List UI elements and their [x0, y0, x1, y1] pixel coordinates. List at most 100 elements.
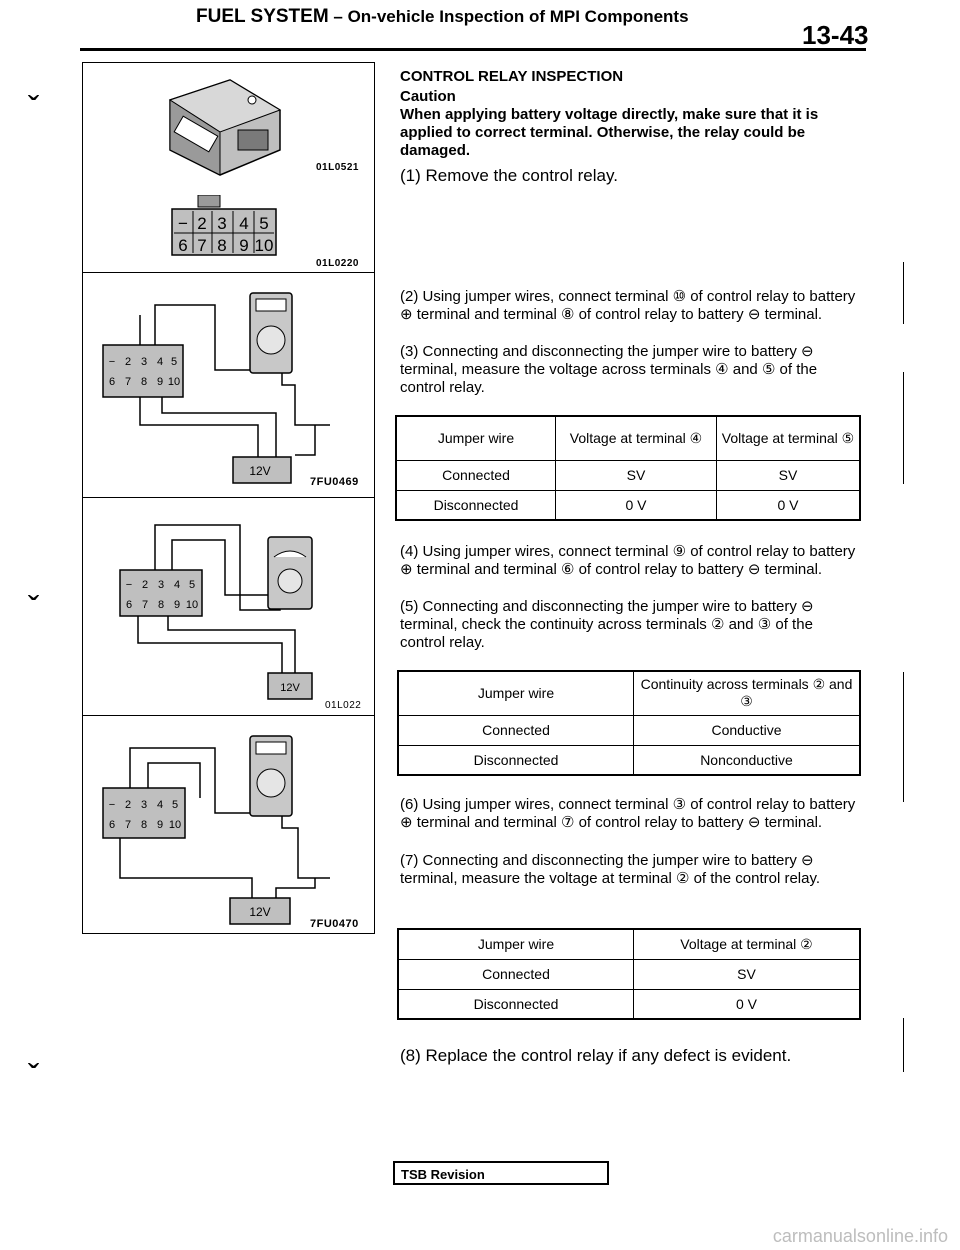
pin-label: −	[109, 799, 115, 811]
binding-mark: ˇ	[28, 90, 40, 128]
figure-column-left-border	[82, 62, 83, 934]
figure-panel-rule	[82, 933, 374, 934]
battery-label: 12V	[280, 682, 300, 694]
table-cell: 0 V	[555, 489, 717, 521]
step-4: (4) Using jumper wires, connect terminal…	[400, 543, 856, 578]
step-7: (7) Connecting and disconnecting the jum…	[400, 852, 821, 887]
pin-label: 10	[169, 819, 181, 831]
step-6: (6) Using jumper wires, connect terminal…	[400, 796, 856, 831]
pin-label: −	[126, 579, 132, 591]
table-row: Connected SV	[397, 958, 861, 990]
table-cell: Connected	[397, 714, 634, 746]
figure-code: 01L0521	[316, 162, 359, 173]
step-2: (2) Using jumper wires, connect terminal…	[400, 288, 856, 323]
terminal-voltage-test-diagram: − 2 3 4 5 6 7 8 9 10 12V	[102, 735, 330, 925]
table-cell: 0 V	[633, 988, 861, 1020]
pin-label: 8	[217, 236, 226, 255]
page-header-title: FUEL SYSTEM – On-vehicle Inspection of M…	[196, 6, 689, 28]
figure-code: 7FU0470	[310, 918, 359, 930]
section-title: CONTROL RELAY INSPECTION	[400, 68, 624, 85]
continuity-test-diagram: − 2 3 4 5 6 7 8 9 10 12V	[119, 524, 313, 700]
pin-label: 2	[125, 799, 131, 811]
pin-label: −	[178, 214, 188, 233]
battery-label: 12V	[249, 464, 270, 478]
binding-mark: ˇ	[28, 1058, 40, 1096]
figure-code: 01L022	[325, 700, 362, 711]
table-cell: Connected	[395, 459, 556, 491]
pin-label: 2	[125, 356, 131, 368]
figure-code: 7FU0469	[310, 476, 359, 488]
continuity-table: Jumper wire Continuity across terminals …	[397, 670, 861, 776]
pin-label: 2	[197, 214, 206, 233]
pin-label: 10	[255, 236, 274, 255]
table-cell: SV	[716, 459, 861, 491]
tsb-revision-box: TSB Revision	[393, 1161, 609, 1185]
table-cell: Conductive	[633, 714, 861, 746]
table-header: Voltage at terminal ④	[555, 415, 717, 461]
pin-label: 4	[174, 579, 180, 591]
page-number: 13-43	[802, 20, 869, 50]
pin-label: 3	[217, 214, 226, 233]
table-row: Connected Conductive	[397, 714, 861, 746]
connector-terminal-layout: − 2 3 4 5 6 7 8 9 10	[171, 195, 277, 256]
figure-panel-rule	[82, 272, 374, 273]
table-cell: Nonconductive	[633, 744, 861, 776]
pin-label: 8	[141, 376, 147, 388]
battery-icon	[229, 897, 291, 925]
pin-label: 9	[157, 819, 163, 831]
pin-label: 9	[239, 236, 248, 255]
margin-bar	[903, 1018, 904, 1072]
pin-label: 7	[142, 599, 148, 611]
header-section: FUEL SYSTEM	[196, 6, 329, 27]
table-row: Connected SV SV	[395, 459, 861, 491]
voltage-test-diagram: − 2 3 4 5 6 7 8 9 10 12V	[102, 292, 330, 484]
pin-label: 10	[186, 599, 198, 611]
figure-code: 01L0220	[316, 258, 359, 269]
table-cell: Disconnected	[395, 489, 556, 521]
table-header: Voltage at terminal ⑤	[716, 415, 861, 461]
table-cell: 0 V	[716, 489, 861, 521]
pin-label: 3	[158, 579, 164, 591]
table-header: Jumper wire	[397, 670, 634, 716]
pin-label: 3	[141, 799, 147, 811]
figure-panel-rule	[82, 715, 374, 716]
table-cell: SV	[633, 958, 861, 990]
control-relay-illustration	[168, 79, 282, 176]
voltage-table-2: Jumper wire Voltage at terminal ② Connec…	[397, 928, 861, 1020]
pin-label: 8	[141, 819, 147, 831]
pin-label: 6	[109, 376, 115, 388]
header-subtitle: On-vehicle Inspection of MPI Components	[347, 7, 689, 26]
table-header: Jumper wire	[395, 415, 556, 461]
pin-label: 5	[259, 214, 268, 233]
table-cell: SV	[555, 459, 717, 491]
table-cell: Connected	[397, 958, 634, 990]
pin-label: 4	[157, 799, 163, 811]
pin-label: 10	[168, 376, 180, 388]
table-header: Voltage at terminal ②	[633, 928, 861, 960]
pin-label: 4	[157, 356, 163, 368]
table-header: Jumper wire	[397, 928, 634, 960]
table-cell: Disconnected	[397, 988, 634, 1020]
margin-bar	[903, 262, 904, 324]
step-1: (1) Remove the control relay.	[400, 166, 618, 185]
pin-label: 5	[172, 799, 178, 811]
caution-text: When applying battery voltage directly, …	[400, 106, 819, 159]
battery-icon	[267, 672, 313, 700]
step-8: (8) Replace the control relay if any def…	[400, 1046, 792, 1065]
table-row: Disconnected 0 V	[397, 988, 861, 1020]
battery-label: 12V	[249, 905, 270, 919]
voltage-table-1: Jumper wire Voltage at terminal ④ Voltag…	[395, 415, 861, 521]
table-row: Disconnected Nonconductive	[397, 744, 861, 776]
table-header: Continuity across terminals ② and ③	[633, 670, 861, 716]
pin-label: 6	[178, 236, 187, 255]
pin-label: 9	[157, 376, 163, 388]
pin-label: 7	[125, 819, 131, 831]
figure-panel-rule	[82, 62, 374, 63]
pin-label: 7	[125, 376, 131, 388]
pin-label: 8	[158, 599, 164, 611]
figure-panel-rule	[82, 497, 374, 498]
margin-bar	[903, 672, 904, 802]
pin-label: −	[109, 356, 115, 368]
pin-label: 9	[174, 599, 180, 611]
step-3: (3) Connecting and disconnecting the jum…	[400, 343, 818, 396]
